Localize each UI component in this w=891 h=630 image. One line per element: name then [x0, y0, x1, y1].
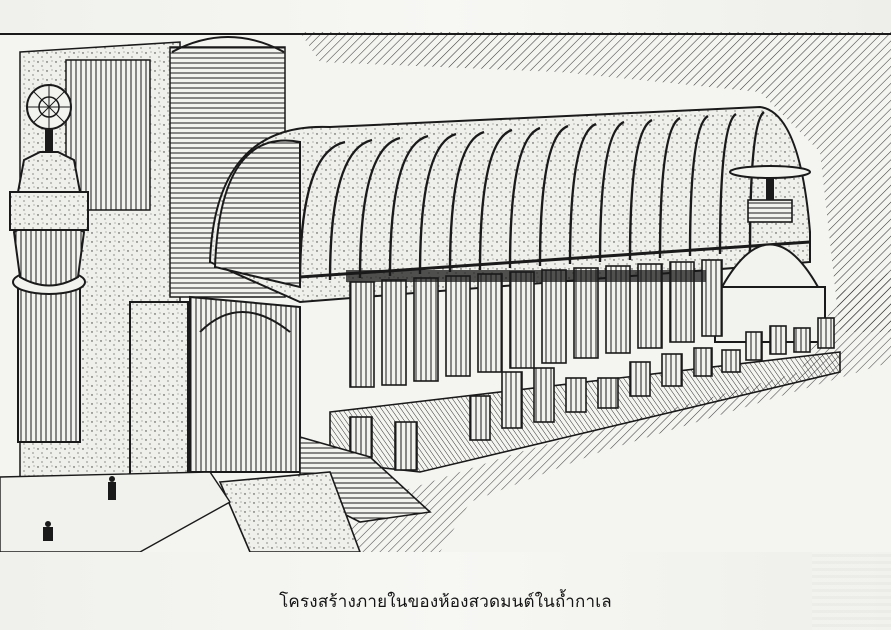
- lion-pillar: [9, 84, 89, 443]
- rock-hatching-top: [300, 32, 891, 332]
- entrance-porch: [129, 295, 301, 478]
- facade-window: [65, 59, 151, 211]
- rock-hatching-floor: [330, 272, 891, 552]
- front-steps: [218, 435, 432, 552]
- vaulted-ceiling: [208, 105, 811, 304]
- courtyard: [0, 471, 232, 552]
- figure-caption: โครงสร้างภายในของห้องสวดมนต์ในถ้ำกาเล: [279, 592, 612, 612]
- cutaway-illustration: [0, 32, 891, 552]
- facade-arch: [171, 36, 285, 53]
- back-colonnade: [349, 259, 723, 388]
- human-figures: [43, 476, 116, 541]
- capital-row: [346, 270, 706, 282]
- front-column-stumps: [349, 317, 835, 471]
